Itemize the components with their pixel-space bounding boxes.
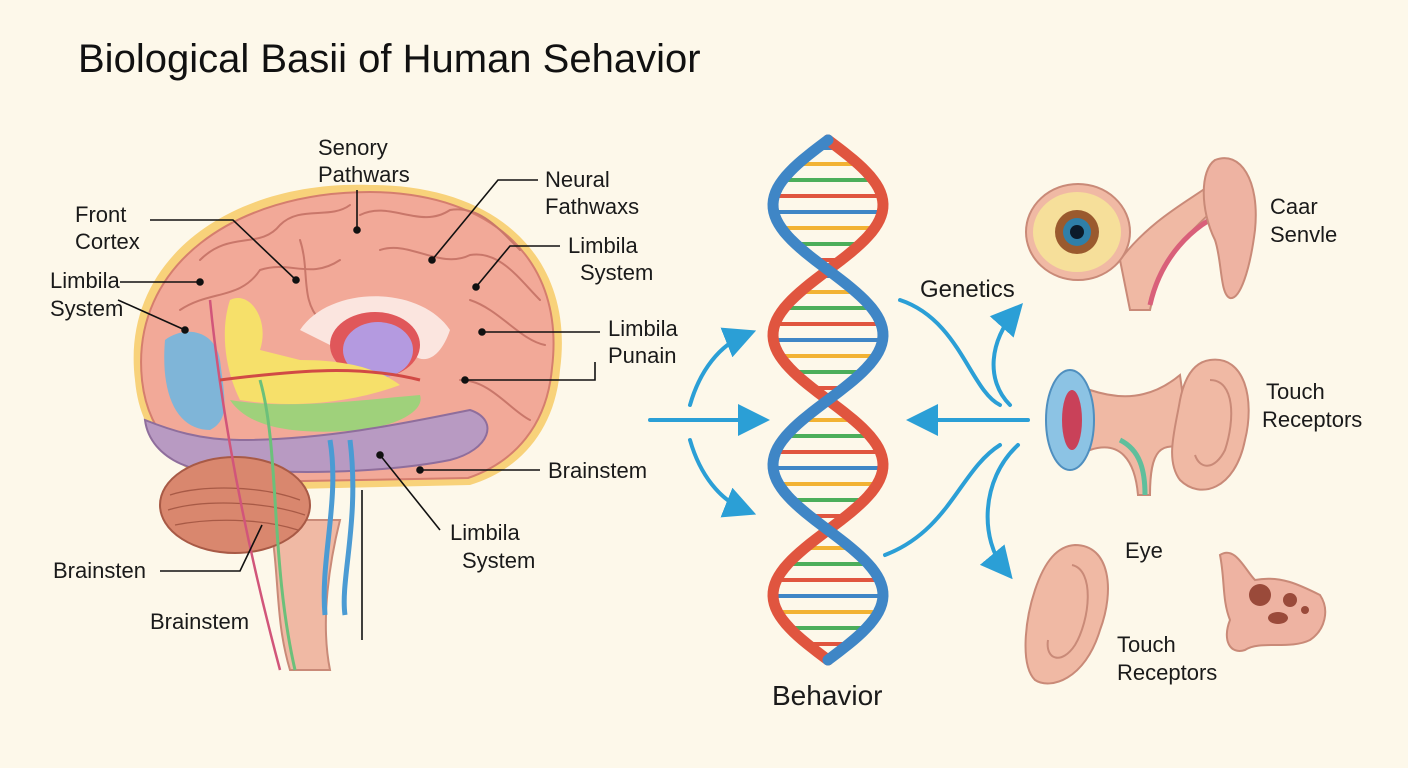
label-behavior: Behavior	[772, 680, 883, 711]
label-system-bottom: System	[462, 548, 535, 573]
page-title: Biological Basii of Human Sehavior	[78, 37, 701, 81]
leader-lines	[117, 179, 600, 640]
label-system-right: System	[580, 260, 653, 285]
label-system-left: System	[50, 296, 123, 321]
label-front: Front	[75, 202, 126, 227]
right-arrows	[883, 298, 1030, 580]
label-cortex: Cortex	[75, 229, 140, 254]
inner-ear-organ	[1218, 551, 1327, 652]
limbic-yellow	[224, 298, 400, 405]
label-eye: Eye	[1125, 538, 1163, 563]
dna-strand	[767, 134, 889, 666]
label-punain: Punain	[608, 343, 677, 368]
outer-ear-organ	[1024, 543, 1109, 685]
label-brainsten: Brainsten	[53, 558, 146, 583]
label-brainstem-right: Brainstem	[548, 458, 647, 483]
label-limbila-right: Limbila	[568, 233, 638, 258]
label-neural: Neural	[545, 167, 610, 192]
limbic-green	[230, 395, 421, 432]
label-senory: Senory	[318, 135, 388, 160]
label-fathwaxs: Fathwaxs	[545, 194, 639, 219]
brain-labels: Senory Pathwars Neural Fathwaxs Front Co…	[50, 135, 678, 634]
gyri-lines	[179, 204, 546, 421]
eye-organ	[1025, 157, 1257, 311]
brain-illustration	[133, 184, 562, 671]
label-genetics: Genetics	[920, 276, 1015, 303]
label-limbila-left: Limbila	[50, 268, 120, 293]
ear-organ	[1045, 358, 1250, 496]
label-touch-mid: Touch	[1266, 379, 1325, 404]
thalamus	[343, 322, 413, 378]
label-receptors-mid: Receptors	[1262, 407, 1362, 432]
label-limbila-bottom: Limbila	[450, 520, 520, 545]
dna-helix	[767, 134, 889, 666]
sense-labels: Caar Senvle Touch Receptors Eye Touch Re…	[1117, 194, 1362, 685]
label-touch-bottom: Touch	[1117, 632, 1176, 657]
label-pathwars: Pathwars	[318, 162, 410, 187]
left-arrows	[648, 327, 770, 518]
label-receptors-bottom: Receptors	[1117, 660, 1217, 685]
label-caar: Caar	[1270, 194, 1318, 219]
label-senvle: Senvle	[1270, 222, 1337, 247]
label-brainstem-bottom: Brainstem	[150, 609, 249, 634]
limbic-blue	[164, 331, 225, 430]
label-limbila-punain: Limbila	[608, 316, 678, 341]
